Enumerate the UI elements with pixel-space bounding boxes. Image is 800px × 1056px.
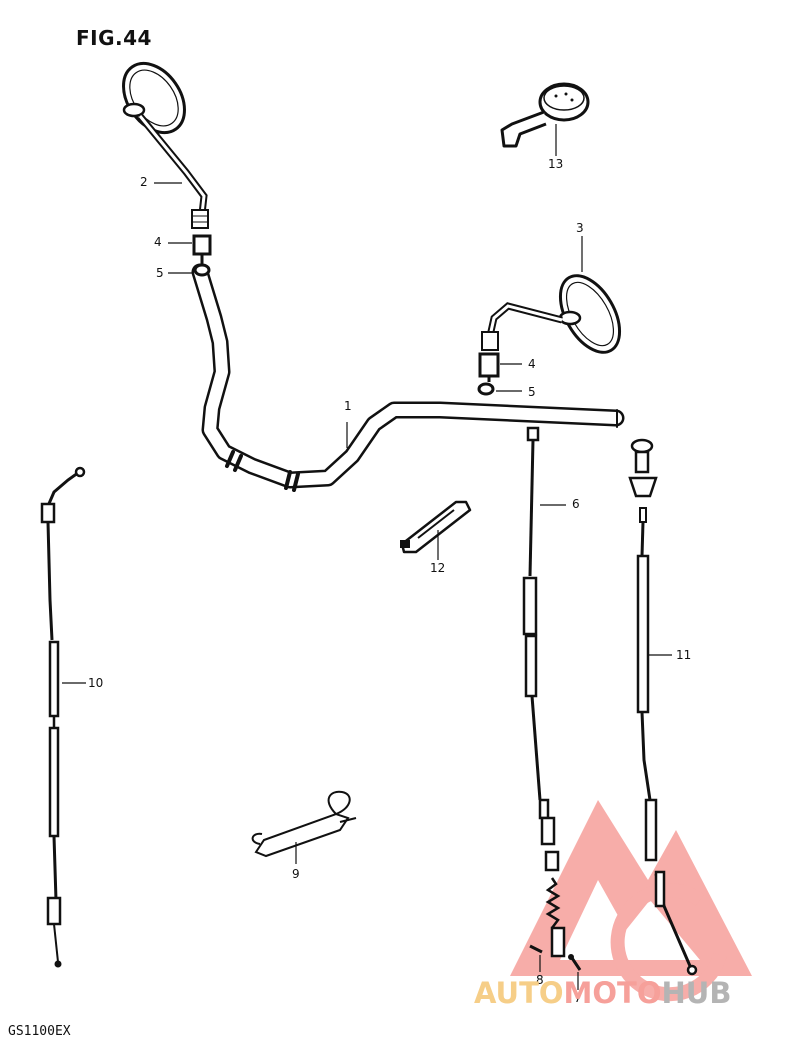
model-code: GS1100EX (8, 1024, 71, 1039)
left-washer (193, 263, 211, 277)
watermark-auto: AUTO (474, 976, 564, 1010)
small-bolt-part (568, 954, 582, 971)
handlebar (191, 263, 625, 492)
callout-3-label: 3 (576, 221, 584, 235)
clamp-part (500, 82, 590, 148)
callout-6-label: 6 (572, 497, 580, 511)
callout-8-label: 8 (536, 973, 544, 987)
callout-12-label: 12 (430, 561, 446, 575)
figure-title: FIG.44 (76, 26, 152, 50)
left-cable (40, 466, 86, 968)
right-cable (628, 438, 698, 976)
watermark-hub: HUB (661, 976, 732, 1010)
small-pin-part (529, 944, 543, 954)
left-mirror (122, 61, 209, 229)
right-mirror (481, 274, 622, 354)
callout-5-left-label: 5 (156, 266, 164, 280)
callout-9-label: 9 (292, 867, 300, 881)
watermark-text: AUTOMOTOHUB (474, 976, 731, 1010)
spring-clip-part (251, 790, 357, 858)
callout-4-left-label: 4 (154, 235, 162, 249)
callout-1-label: 1 (344, 399, 352, 413)
callout-5-right-label: 5 (528, 385, 536, 399)
right-nut (478, 352, 500, 382)
callout-2-label: 2 (140, 175, 148, 189)
watermark-moto: MOTO (563, 976, 662, 1010)
center-cable (522, 426, 566, 958)
callout-7-label: 7 (574, 991, 582, 1005)
callout-4-right-label: 4 (528, 357, 536, 371)
callout-10-label: 10 (88, 676, 104, 690)
callout-11-label: 11 (676, 648, 692, 662)
bracket-part (400, 500, 472, 554)
right-washer (477, 382, 495, 396)
left-nut (192, 234, 212, 264)
callout-13-label: 13 (548, 157, 564, 171)
